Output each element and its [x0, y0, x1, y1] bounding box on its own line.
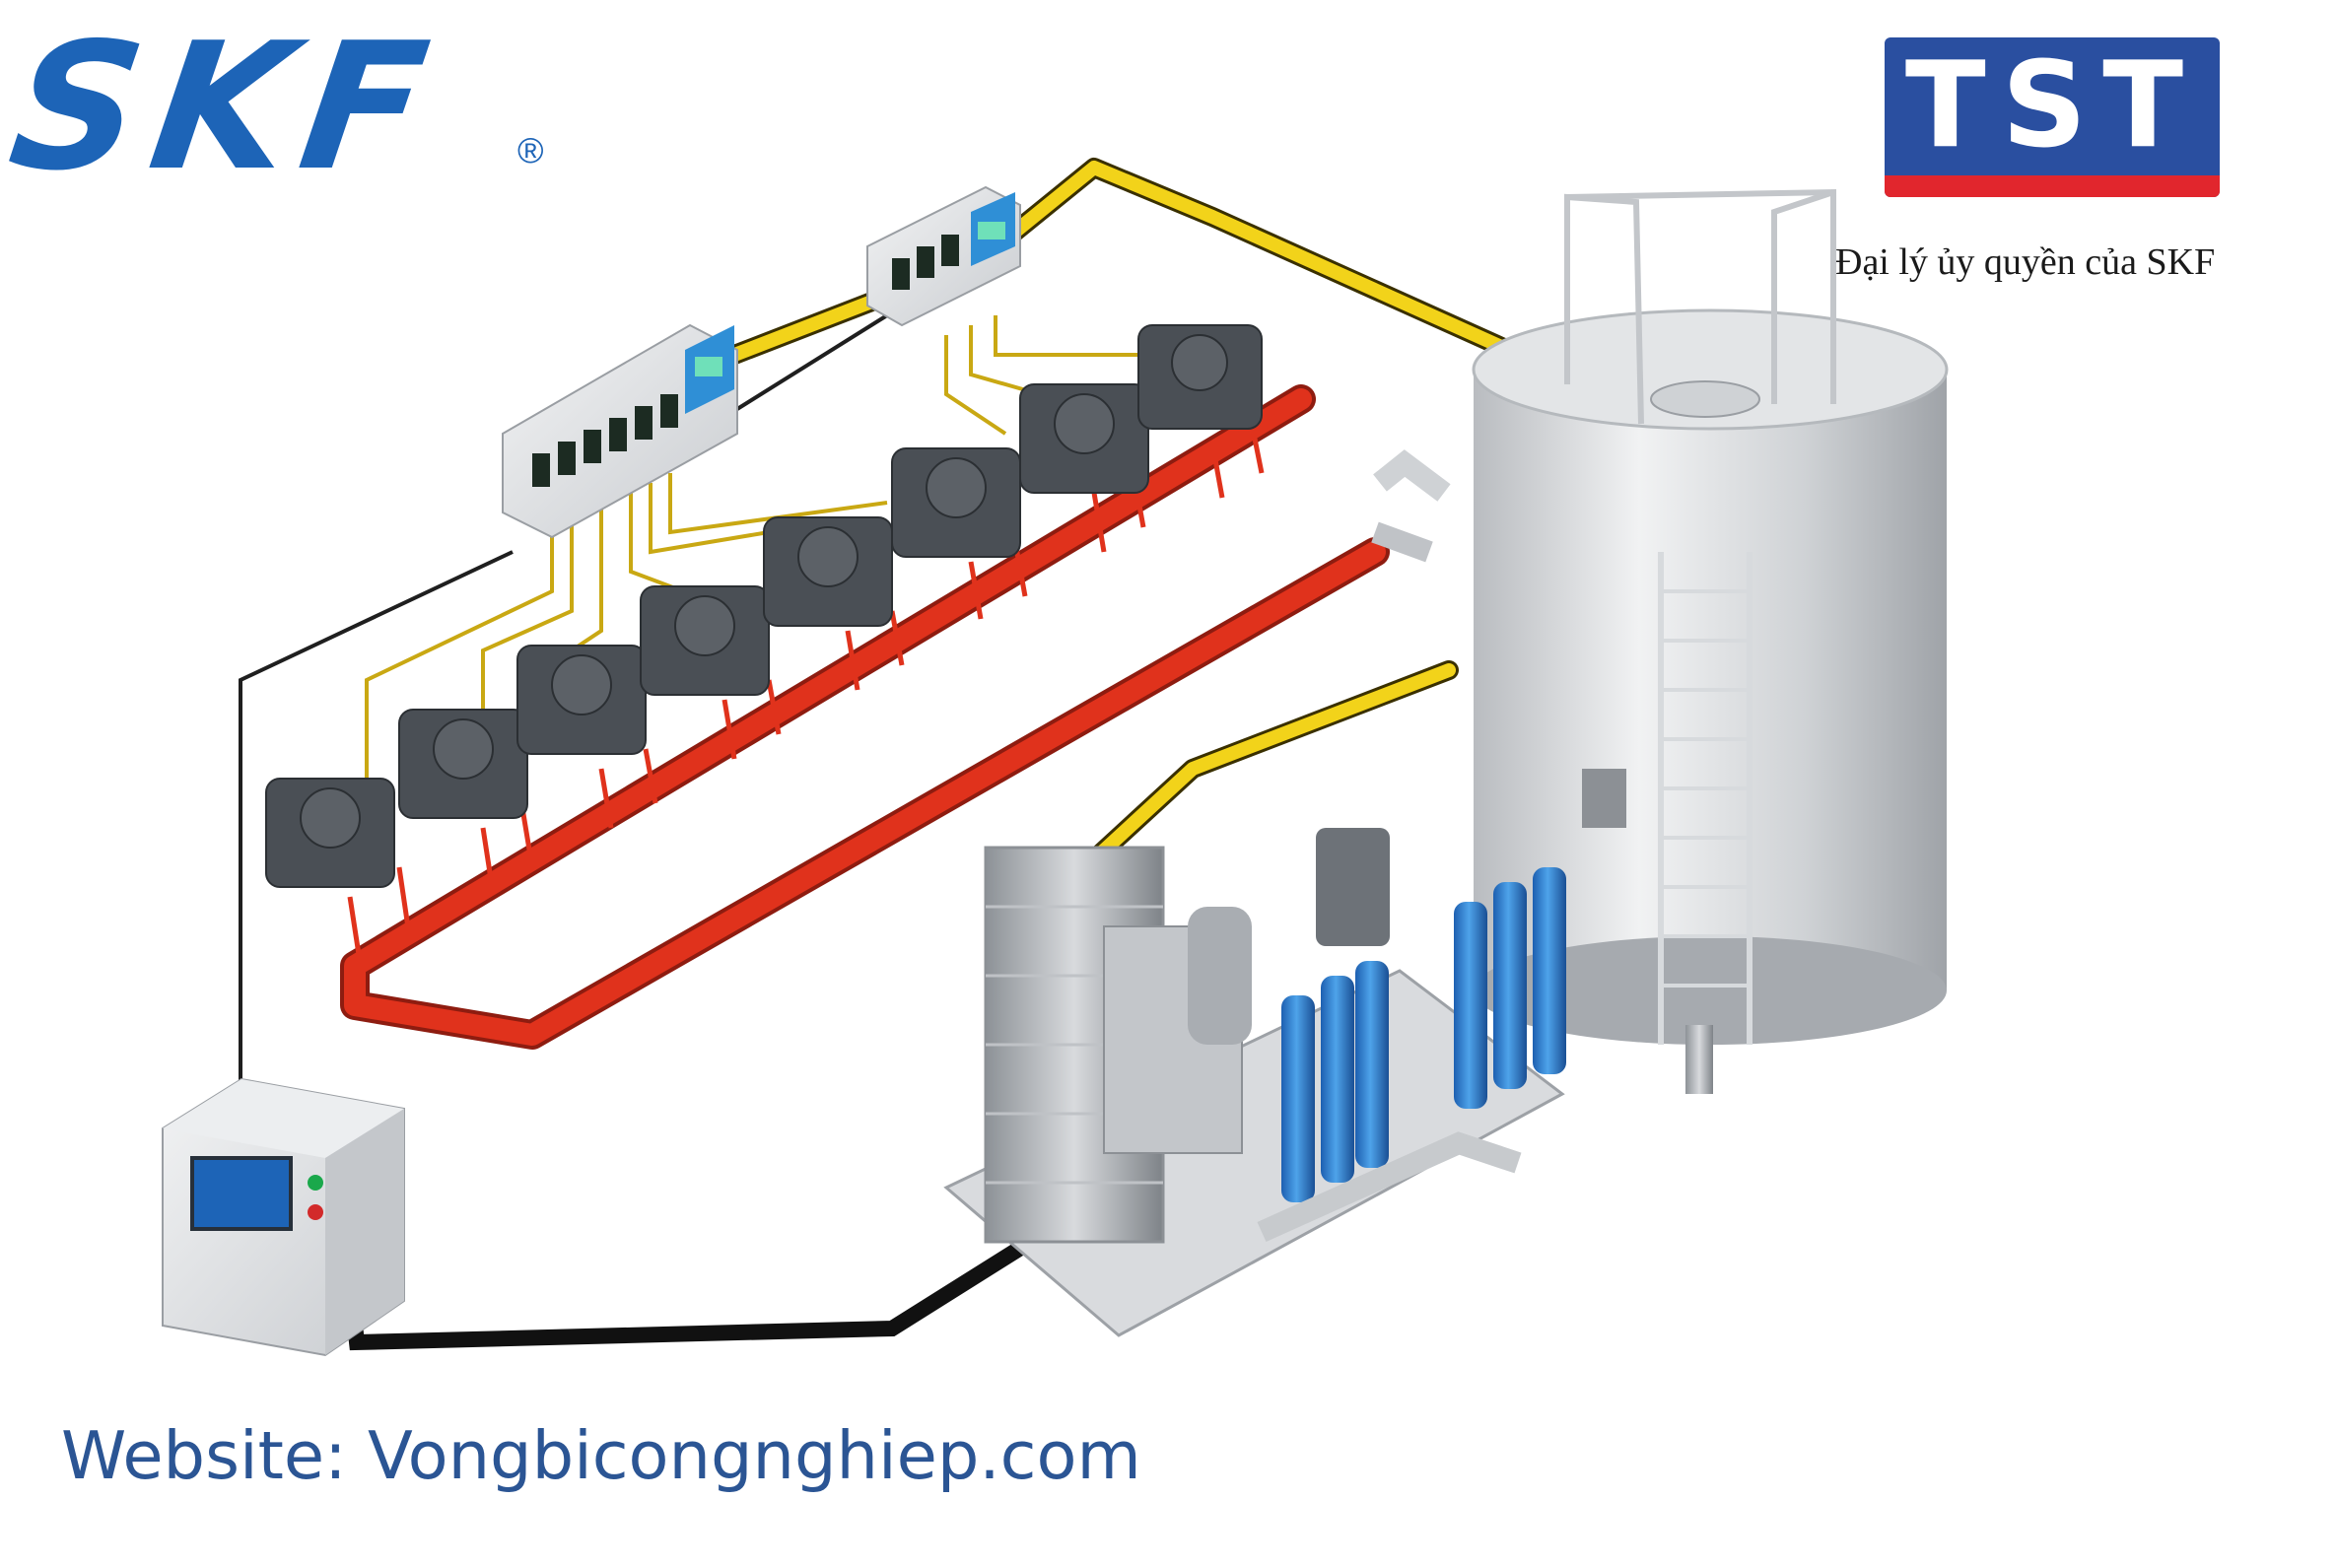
tank-railing	[1564, 188, 1836, 425]
supply-line-core	[722, 161, 1515, 889]
tank-junction-box	[1582, 769, 1626, 828]
bearing-housing	[640, 585, 770, 696]
tst-logo: TST	[1885, 37, 2220, 197]
unit-display	[978, 222, 1005, 239]
bearing-housing	[398, 709, 528, 819]
tst-logo-text: TST	[1904, 37, 2200, 174]
lubrication-unit-large	[502, 323, 738, 539]
cabinet-screen	[190, 1156, 293, 1231]
authorized-dealer-tagline: Đại lý ủy quyền của SKF	[1835, 241, 2216, 283]
skf-logo: SKF	[0, 5, 451, 209]
tank-ladder	[1658, 552, 1753, 1045]
tank-hatch	[1650, 380, 1760, 418]
bearing-housings	[265, 324, 1263, 888]
bearing-housing	[516, 645, 647, 755]
bearing-housing	[1137, 324, 1263, 430]
tank-ladder-rungs	[1661, 589, 1750, 988]
control-cabinet	[162, 1077, 405, 1357]
unit-display	[695, 357, 722, 376]
bearing-housing	[1019, 383, 1149, 494]
bearing-feed-lines	[365, 315, 1173, 779]
skf-logo-text: SKF	[0, 5, 452, 209]
cabinet-indicator-green	[308, 1175, 323, 1191]
filter-skid	[943, 828, 1566, 1337]
bearing-housing	[763, 516, 893, 627]
bearing-housing	[265, 778, 395, 888]
filter-cartridges	[1281, 867, 1566, 1202]
pump-motor	[1316, 828, 1390, 946]
cabinet-indicator-red	[308, 1204, 323, 1220]
bearing-housing	[891, 447, 1021, 558]
tst-logo-bar	[1885, 175, 2220, 197]
website-link[interactable]: Website: Vongbicongnghiep.com	[61, 1417, 1141, 1494]
lubrication-unit-small	[866, 185, 1021, 327]
return-line	[340, 384, 1390, 1050]
skf-registered-mark: ®	[517, 130, 544, 170]
floor-cable-duct	[342, 1210, 1074, 1351]
